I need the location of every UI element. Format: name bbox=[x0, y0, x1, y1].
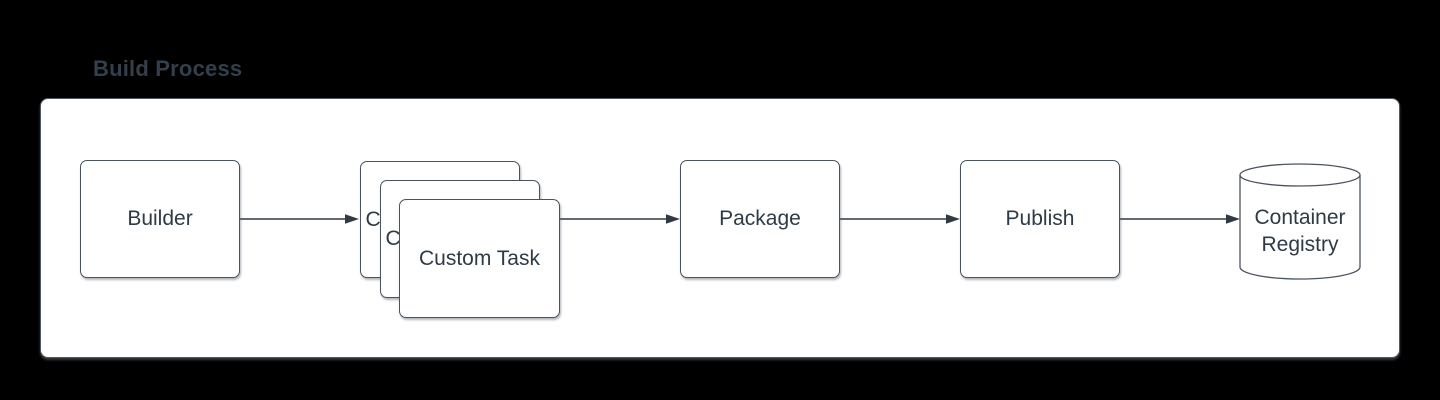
node-container-registry-label: Container Registry bbox=[1254, 206, 1346, 256]
node-publish: Publish bbox=[960, 160, 1120, 278]
node-custom-task-label: Custom Task bbox=[419, 246, 540, 270]
node-publish-label: Publish bbox=[1005, 207, 1075, 230]
node-custom-task: Custom Task bbox=[399, 199, 560, 318]
node-package: Package bbox=[680, 160, 840, 278]
diagram-title: Build Process bbox=[93, 56, 243, 81]
node-package-label: Package bbox=[719, 207, 801, 230]
node-container-registry: Container Registry bbox=[1240, 163, 1360, 279]
node-builder-label: Builder bbox=[127, 207, 193, 230]
node-builder: Builder bbox=[80, 160, 240, 278]
cylinder-icon bbox=[1239, 163, 1361, 280]
